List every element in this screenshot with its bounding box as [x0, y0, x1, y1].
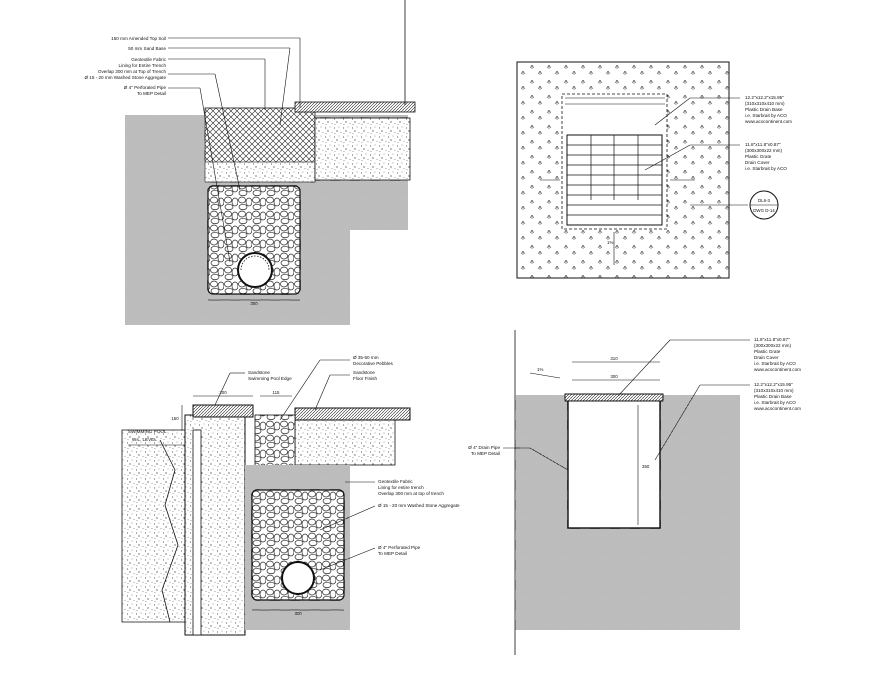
label-a-0: 150 mm Amended Top Soil [111, 36, 166, 41]
floor-slab [294, 419, 396, 466]
paving-strip [294, 101, 416, 113]
label-a-5: Ø 15 - 20 mm Washed Stone Aggregate [84, 75, 166, 80]
label-a-7: To MEP Detail [137, 91, 166, 96]
grate-bars [567, 135, 662, 216]
detail-d-labels-top: 11.8"x11.8"x0.87" (300x300x22 mm) Plasti… [754, 337, 801, 372]
slope-d: 1% [537, 367, 543, 372]
label-b-top-0: 12.2"x12.2"x15.95" [745, 95, 784, 100]
slope-b: 1% [607, 240, 613, 245]
label-b-top-4: www.acocontinent.com [745, 119, 792, 124]
label-b-mid-1: (300x300x22 mm) [745, 148, 782, 153]
cut-notch [350, 230, 410, 330]
dim-d-1: 300 [610, 374, 618, 379]
label-b-mid-0: 11.8"x11.8"x0.87" [745, 142, 781, 147]
label-b-mid-3: Drain Cover [745, 160, 770, 165]
trench-aggregate-c [251, 489, 345, 601]
label-a-2: Geotextile Fabric [131, 57, 166, 62]
detail-a-trench-section: 150 mm Amended Top Soil 50 mm Sand Base … [84, 0, 416, 330]
section-callout-icon: DL6-3 DWG D-14 [690, 190, 779, 220]
label-d-mid-4: www.acocontinent.com [754, 406, 801, 411]
label-d-top-2: Plastic Grate [754, 349, 781, 354]
label-b-mid-2: Plastic Grate [745, 154, 772, 159]
label-d-top-5: www.acocontinent.com [754, 367, 801, 372]
label-a-1: 50 mm Sand Base [128, 46, 166, 51]
callout-b-bottom: DWG D-14 [753, 208, 775, 213]
label-b-mid-4: i.e. Starbrait by ACO [745, 166, 787, 171]
detail-d-labels-mid: 12.2"x12.2"x15.95" (310x310x410 mm) Plas… [754, 382, 801, 411]
sand-base-layer [204, 161, 316, 183]
label-a-6: Ø 4" Perforated Pipe [124, 85, 167, 90]
label-c-rm-3: Ø 15 - 20 mm Washed Stone Aggregate [378, 503, 460, 508]
detail-c-pool-edge-section: 300 200 115 150 SWIMMING POOL W.L. LEVEL… [121, 355, 460, 636]
label-b-top-3: i.e. Starbrait by ACO [745, 113, 787, 118]
label-d-top-3: Drain Cover [754, 355, 779, 360]
label-c-rt-0: Ø 35-50 mm [353, 355, 379, 360]
detail-d-leaders [503, 339, 750, 471]
label-c-rb-1: To MEP Detail [378, 551, 407, 556]
pool-wall-rock [121, 429, 186, 623]
label-d-left-0: Ø 4" Drain Pipe [468, 445, 500, 450]
detail-b-labels-mid: 11.8"x11.8"x0.87" (300x300x22 mm) Plasti… [745, 142, 787, 171]
perforated-pipe-c-icon [281, 561, 315, 595]
pool-label: SWIMMING POOL [128, 429, 167, 434]
label-d-mid-0: 12.2"x12.2"x15.95" [754, 382, 793, 387]
detail-c-leaders [214, 359, 376, 571]
label-d-mid-2: Plastic Drain Base [754, 394, 792, 399]
label-c-rb-0: Ø 4" Perforated Pipe [378, 545, 421, 550]
label-a-4: Overlap 300 mm at Top of Trench [98, 69, 167, 74]
label-c-rt-3: Floor Finish [353, 376, 377, 381]
label-d-top-0: 11.8"x11.8"x0.87" [754, 337, 790, 342]
label-b-top-2: Plastic Drain Base [745, 107, 783, 112]
dim-c-bottom: 300 [294, 611, 302, 616]
dim-c-3: 150 [171, 416, 179, 421]
label-c-rm-0: Geotextile Fabric [378, 479, 413, 484]
detail-d-drain-section: 310 300 350 1% 11.8"x11.8"x0.87" (300x30… [468, 330, 801, 655]
label-c-rm-1: Lining for entire trench [378, 485, 424, 490]
detail-b-drain-plan: 1% 12.2"x12.2"x15.95" (310x310x410 mm) P… [516, 61, 792, 279]
label-c-rm-2: Overlap 300 mm at top of trench [378, 491, 444, 496]
coping-stone [192, 404, 254, 418]
dim-c-0: 200 [219, 390, 227, 395]
label-c-top-1: Swimming Pool Edge [248, 376, 292, 381]
label-c-rt-2: Sandstone [353, 370, 375, 375]
label-d-mid-3: i.e. Starbrait by ACO [754, 400, 796, 405]
detail-b-labels-top: 12.2"x12.2"x15.95" (310x310x410 mm) Plas… [745, 95, 792, 124]
label-d-top-1: (300x300x22 mm) [754, 343, 791, 348]
slab-edge [314, 117, 411, 181]
callout-b-top: DL6-3 [758, 198, 771, 203]
label-b-top-1: (310x310x410 mm) [745, 101, 785, 106]
label-a-3: Lining for Entire Trench [119, 63, 167, 68]
grate-top [564, 393, 664, 402]
label-c-top-0: Sandstone [248, 370, 270, 375]
label-d-mid-1: (310x310x410 mm) [754, 388, 794, 393]
detail-a-leaders [168, 37, 301, 263]
dim-c-1: 115 [273, 390, 281, 395]
label-c-rt-1: Decorative Pebbles [353, 361, 394, 366]
dim-d-0: 310 [610, 356, 618, 361]
floor-finish [294, 407, 411, 421]
perforated-pipe-icon [237, 252, 273, 288]
top-soil-layer [204, 107, 316, 167]
label-d-top-4: i.e. Starbrait by ACO [754, 361, 796, 366]
grate-frame [566, 134, 663, 226]
detail-a-labels: 150 mm Amended Top Soil 50 mm Sand Base … [84, 36, 166, 96]
detail-b-leaders [644, 97, 740, 171]
drain-base-box [567, 397, 661, 529]
dim-d-2: 350 [642, 464, 650, 469]
label-d-left-1: To MEP Detail [471, 451, 500, 456]
trench-aggregate [207, 185, 301, 295]
dim-a: 300 [250, 301, 258, 306]
water-label: W.L. LEVEL [132, 437, 157, 442]
